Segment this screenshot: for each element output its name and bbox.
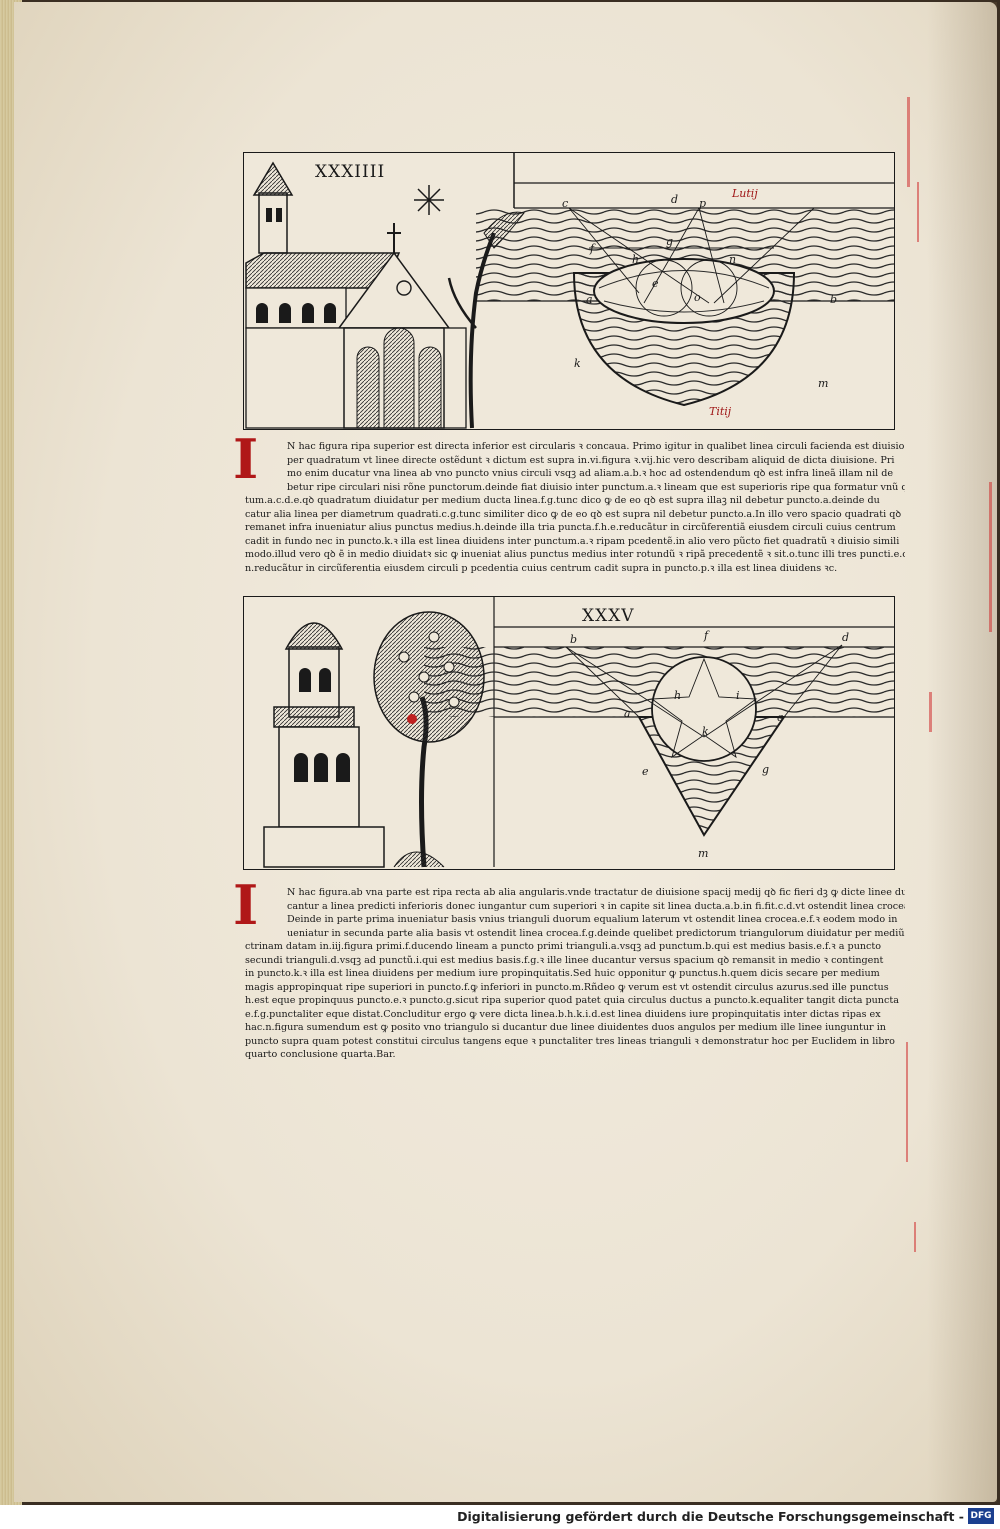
text-line: N hac figura ripa superior est directa i… (287, 441, 905, 452)
point-label-p: p (699, 197, 707, 210)
woodcut-figure-34: XXXIIII c d p Lutij f g h n e o a b k m … (243, 152, 895, 430)
text-line: magis appropinquat ripe superiori in pun… (245, 981, 889, 993)
point-label-a: a (624, 707, 631, 720)
point-label-h: h (674, 689, 682, 702)
text-line: quarto conclusione quarta.Bar. (245, 1049, 396, 1060)
commentary-paragraph-2: N hac figura.ab vna parte est ripa recta… (245, 886, 905, 1062)
point-label-d: d (671, 193, 679, 206)
commentary-paragraph-1: N hac figura ripa superior est directa i… (245, 440, 905, 575)
point-label-e: e (642, 765, 649, 778)
red-initial: I (233, 873, 259, 937)
figure-illustration (245, 153, 894, 429)
margin-red-mark (917, 182, 919, 242)
text-line: Deinde in parte prima inueniatur basis v… (287, 914, 898, 925)
point-label-o: o (694, 291, 701, 304)
text-line: ueniatur in secunda parte alia basis vt … (287, 927, 905, 939)
point-label-c: c (777, 711, 784, 724)
point-label-k: k (574, 357, 581, 370)
point-label-b: b (830, 293, 838, 306)
point-label-m: m (818, 377, 829, 390)
text-line: remanet infra inueniatur alius punctus m… (245, 522, 896, 533)
text-line: in puncto.k.ꝛ illa est linea diuidens pe… (245, 968, 880, 979)
text-line: modo.illud vero qꝺ ẽ in medio diuidatꝛ s… (245, 549, 905, 560)
figure-number: XXXV (582, 606, 635, 626)
text-line: h.est eque propinquus puncto.e.ꝛ puncto.… (245, 995, 899, 1006)
margin-red-mark (989, 482, 992, 632)
point-label-k: k (702, 725, 709, 738)
digitization-footer: Digitalisierung gefördert durch die Deut… (0, 1505, 1000, 1529)
text-line: cadit in fundo nec in puncto.k.ꝛ illa es… (245, 535, 900, 547)
point-label-m: m (698, 847, 709, 860)
figure-illustration (263, 597, 894, 868)
label-titij: Titij (709, 405, 732, 418)
figure-number: XXXIIII (315, 162, 386, 182)
red-initial: I (233, 427, 259, 491)
text-line: N hac figura.ab vna parte est ripa recta… (287, 887, 905, 898)
point-label-e: e (652, 277, 659, 290)
text-line: betur ripe circulari nisi rõne punctorum… (287, 481, 905, 493)
point-label-i: i (736, 689, 740, 702)
text-line: tum.a.c.d.e.qꝺ quadratum diuidatur per m… (245, 495, 880, 506)
text-line: catur alia linea per diametrum quadrati.… (245, 508, 902, 520)
label-lutij: Lutij (732, 187, 758, 200)
text-line: puncto supra quam potest constitui circu… (245, 1035, 895, 1047)
text-line: per quadratum vt linee directe ostẽdunt … (287, 454, 895, 466)
margin-red-mark (914, 1222, 916, 1252)
woodcut-figure-35: XXXV b f d h i a c k e g m (243, 596, 895, 870)
point-label-f: f (704, 629, 709, 642)
point-label-g: g (762, 763, 770, 776)
margin-red-mark (906, 1042, 908, 1162)
point-label-d: d (842, 631, 850, 644)
text-line: cantur a linea predicti inferioris donec… (287, 900, 905, 912)
text-line: n.reducãtur in circũferentia eiusdem cir… (245, 562, 838, 574)
funding-credit: Digitalisierung gefördert durch die Deut… (457, 1509, 964, 1524)
text-line: e.f.g.punctaliter eque distat.Concluditu… (245, 1008, 881, 1020)
text-line: ctrinam datam in.iij.figura primi.f.duce… (245, 941, 882, 952)
margin-red-mark (907, 97, 910, 187)
point-label-g: g (666, 235, 674, 248)
point-label-h: h (632, 253, 640, 266)
dfg-logo: DFG (968, 1508, 994, 1524)
text-line: hac.n.figura sumendum est ꝙ posito vno t… (245, 1022, 886, 1033)
text-line: secundi trianguli.d.vsqꝫ ad punctũ.i.qui… (245, 954, 884, 966)
point-label-f: f (590, 242, 595, 255)
point-label-b: b (570, 633, 578, 646)
point-label-n: n (729, 253, 737, 266)
point-label-c: c (562, 197, 569, 210)
margin-red-mark (929, 692, 932, 732)
point-label-a: a (586, 293, 593, 306)
text-line: mo enim ducatur vna linea ab vno puncto … (287, 468, 894, 479)
